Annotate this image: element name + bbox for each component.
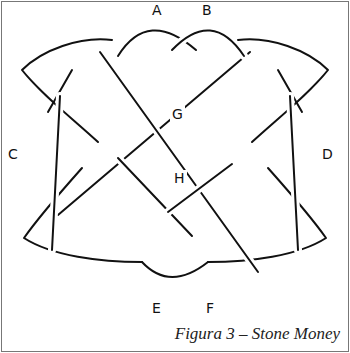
crossing-label: E — [150, 300, 163, 316]
knot-strand — [52, 96, 60, 250]
crossing-label: H — [172, 170, 187, 186]
crossing-label: F — [204, 300, 216, 316]
crossing-label: C — [6, 146, 20, 162]
knot-gap — [172, 30, 244, 56]
knot-strand — [172, 30, 244, 56]
crossing-label: D — [320, 146, 335, 162]
crossing-label: A — [150, 2, 164, 18]
knot-strand — [118, 158, 192, 236]
knot-strand — [290, 96, 298, 250]
knot-strand — [168, 164, 232, 212]
crossing-label: G — [170, 106, 185, 122]
crossing-label: B — [200, 2, 214, 18]
knot-gap — [290, 96, 298, 250]
knot-strand — [142, 262, 208, 277]
figure-caption: Figura 3 – Stone Money — [175, 324, 340, 344]
knot-gap — [168, 164, 232, 212]
knot-gap — [100, 52, 258, 272]
knot-strand — [208, 168, 326, 262]
knot-strand — [100, 52, 258, 272]
knot-gap — [52, 96, 60, 250]
knot-gap — [118, 158, 192, 236]
knot-strand — [24, 168, 142, 262]
